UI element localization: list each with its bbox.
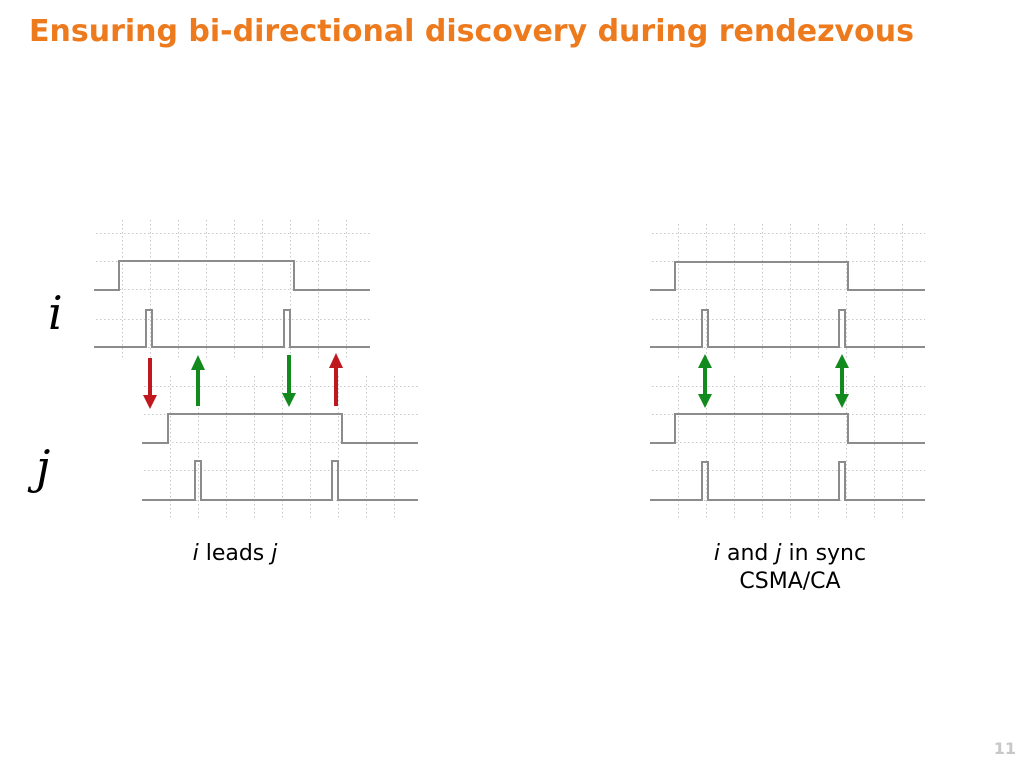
slide-number: 11: [993, 739, 1016, 758]
slide-title: Ensuring bi-directional discovery during…: [29, 14, 914, 49]
trace-sync-i-upper: [650, 261, 925, 291]
caption-left: i leads j: [150, 540, 320, 568]
caption-left-text: leads: [198, 541, 272, 566]
scope-left-j: [142, 374, 418, 518]
double-arrow-icon: [835, 354, 849, 408]
scope-left-i: [94, 220, 370, 360]
trace-i-upper: [94, 260, 370, 291]
grid-left-j: [142, 374, 418, 518]
grid-right-j: [650, 374, 925, 518]
trace-sync-i-lower: [650, 309, 925, 348]
arrow-down-icon: [143, 358, 157, 409]
caption-right-i: i: [713, 541, 721, 566]
node-label-j: j: [36, 440, 51, 494]
trace-j-lower: [142, 460, 418, 501]
trace-j-upper: [142, 413, 418, 444]
double-arrow-icon: [698, 354, 712, 408]
scope-right-i: [650, 222, 925, 360]
caption-left-j: j: [271, 541, 278, 566]
arrow-up-icon: [191, 355, 205, 406]
caption-left-i: i: [192, 541, 199, 566]
caption-right-and: and: [720, 541, 776, 566]
caption-right: i and j in sync CSMA/CA: [680, 540, 900, 596]
trace-sync-j-lower: [650, 461, 925, 501]
caption-right-line2: CSMA/CA: [739, 569, 841, 594]
trace-i-lower: [94, 309, 370, 348]
scope-right-j: [650, 374, 925, 518]
arrow-up-icon: [329, 353, 343, 406]
node-label-i: i: [48, 286, 63, 340]
caption-right-j: j: [775, 541, 782, 566]
caption-right-line1: i and j in sync: [680, 540, 900, 568]
trace-sync-j-upper: [650, 413, 925, 444]
caption-right-sync: in sync: [781, 541, 867, 566]
arrow-down-icon: [282, 355, 296, 407]
